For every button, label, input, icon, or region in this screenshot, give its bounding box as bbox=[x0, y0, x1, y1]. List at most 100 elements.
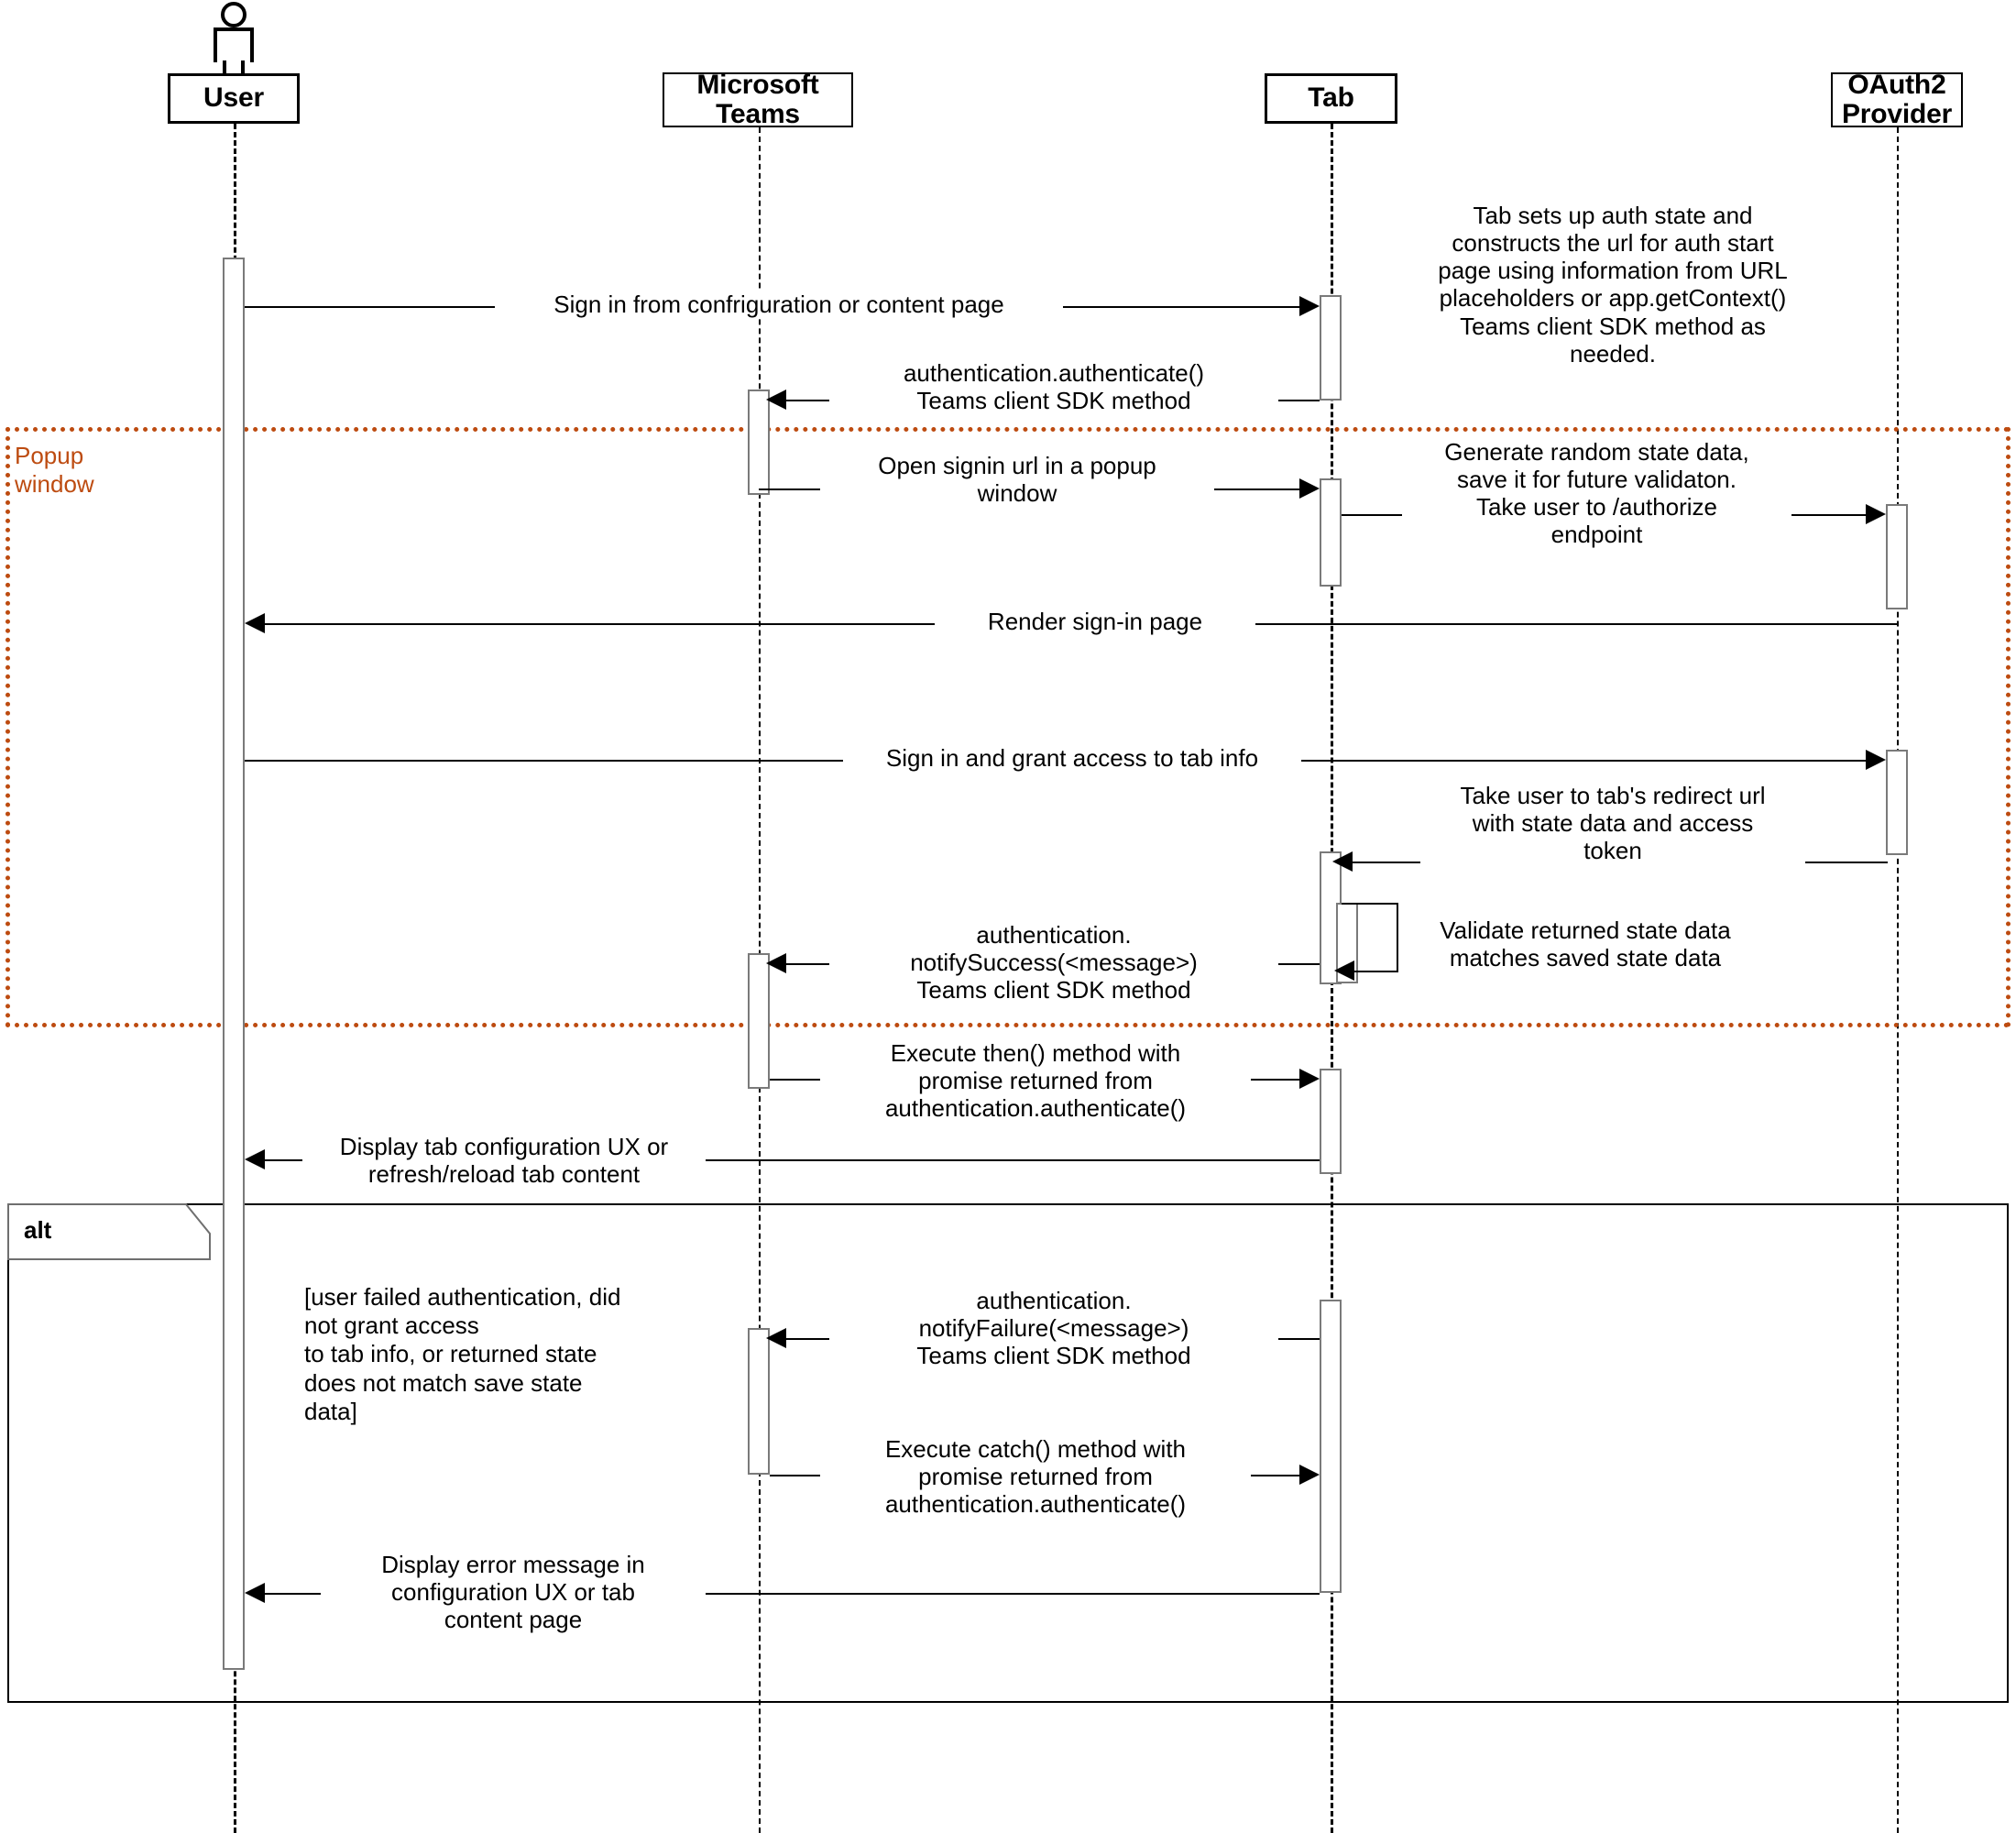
participant-oauth-label-line1: OAuth2 bbox=[1847, 69, 1946, 100]
message-13-arrowhead bbox=[1299, 1465, 1320, 1485]
message-11-line bbox=[263, 1159, 1320, 1161]
alt-condition-line3: to tab info, or returned state bbox=[304, 1340, 597, 1368]
message-1-label: Sign in from confriguration or content p… bbox=[495, 291, 1063, 319]
message-3-label: Open signin url in a popup window bbox=[820, 452, 1214, 508]
participant-tab[interactable]: Tab bbox=[1265, 73, 1397, 124]
message-10-text-line3: authentication.authenticate() bbox=[884, 1094, 1187, 1123]
note-line4: placeholders or app.getContext() bbox=[1439, 284, 1787, 313]
message-7-arrowhead bbox=[1332, 851, 1353, 872]
message-2-text-line2: Teams client SDK method bbox=[916, 387, 1191, 415]
message-14-label: Display error message in configuration U… bbox=[321, 1551, 706, 1634]
message-8-arrowhead bbox=[1334, 960, 1354, 981]
message-14-text-line2: configuration UX or tab bbox=[391, 1578, 635, 1607]
activation-user bbox=[223, 258, 245, 1670]
fragment-alt-label: alt bbox=[24, 1216, 52, 1244]
message-10-label: Execute then() method with promise retur… bbox=[820, 1039, 1251, 1123]
participant-teams-label-line1: Microsoft bbox=[696, 69, 819, 100]
message-6-label: Sign in and grant access to tab info bbox=[843, 744, 1301, 773]
fragment-popup-window-label: Popup window bbox=[15, 442, 198, 498]
participant-teams-label-line2: Teams bbox=[716, 99, 800, 129]
message-14-arrowhead bbox=[245, 1583, 265, 1603]
message-14-text-line3: content page bbox=[444, 1606, 583, 1634]
message-2-label: authentication.authenticate() Teams clie… bbox=[829, 359, 1278, 415]
participant-user[interactable]: User bbox=[168, 73, 300, 124]
activation-oauth-authorize bbox=[1886, 504, 1908, 609]
activation-tab-open-signin bbox=[1320, 478, 1342, 587]
fragment-alt-condition: [user failed authentication, did not gra… bbox=[304, 1283, 698, 1426]
activation-tab-execute-then bbox=[1320, 1069, 1342, 1174]
message-4-text-line4: endpoint bbox=[1550, 521, 1643, 549]
fragment-alt bbox=[7, 1203, 2009, 1703]
message-11-text-line1: Display tab configuration UX or bbox=[339, 1133, 669, 1160]
message-14-line bbox=[263, 1593, 1320, 1595]
message-2-arrowhead bbox=[766, 390, 786, 410]
participant-microsoft-teams[interactable]: Microsoft Teams bbox=[663, 69, 853, 129]
message-8-return-line bbox=[1353, 971, 1398, 972]
message-5-text: Render sign-in page bbox=[987, 608, 1203, 635]
message-3-text-line1: Open signin url in a popup bbox=[878, 452, 1156, 479]
message-7-label: Take user to tab's redirect url with sta… bbox=[1420, 782, 1805, 865]
note-line5: Teams client SDK method as bbox=[1460, 312, 1766, 340]
popup-label-line2: window bbox=[15, 469, 94, 498]
message-12-label: authentication. notifyFailure(<message>)… bbox=[829, 1287, 1278, 1370]
message-13-text-line1: Execute catch() method with bbox=[884, 1435, 1187, 1463]
message-7-text-line1: Take user to tab's redirect url bbox=[1460, 782, 1766, 809]
message-5-arrowhead bbox=[245, 613, 265, 633]
message-10-text-line1: Execute then() method with bbox=[890, 1039, 1181, 1067]
message-8-text-line1: Validate returned state data bbox=[1440, 916, 1731, 944]
alt-condition-line5: data] bbox=[304, 1397, 357, 1425]
alt-condition-line1: [user failed authentication, did bbox=[304, 1283, 621, 1311]
message-10-text-line2: promise returned from bbox=[918, 1067, 1153, 1095]
message-1-text: Sign in from confriguration or content p… bbox=[553, 291, 1004, 318]
message-4-arrowhead bbox=[1866, 504, 1886, 524]
message-9-arrowhead bbox=[766, 953, 786, 973]
participant-oauth2-provider[interactable]: OAuth2 Provider bbox=[1831, 69, 1963, 129]
popup-label-line1: Popup bbox=[15, 442, 84, 469]
note-line6: needed. bbox=[1570, 339, 1656, 368]
activation-tab-notify-failure bbox=[1320, 1300, 1342, 1593]
message-13-text-line2: promise returned from bbox=[918, 1463, 1153, 1491]
message-9-text-line2: notifySuccess(<message>) bbox=[910, 949, 1198, 977]
message-7-text-line2: with state data and access bbox=[1472, 809, 1754, 838]
note-line3: page using information from URL bbox=[1438, 257, 1788, 285]
message-11-arrowhead bbox=[245, 1149, 265, 1169]
message-1-arrowhead bbox=[1299, 296, 1320, 316]
alt-condition-line4: does not match save state bbox=[304, 1368, 583, 1397]
activation-teams-notify-failure bbox=[748, 1328, 770, 1475]
message-6-arrowhead bbox=[1866, 750, 1886, 770]
message-4-text-line1: Generate random state data, bbox=[1444, 438, 1749, 466]
message-8-label: Validate returned state data matches sav… bbox=[1402, 916, 1769, 972]
message-4-label: Generate random state data, save it for … bbox=[1402, 438, 1791, 549]
participant-user-label: User bbox=[203, 82, 264, 114]
message-9-text-line3: Teams client SDK method bbox=[916, 976, 1191, 1004]
message-12-text-line1: authentication. bbox=[976, 1287, 1132, 1314]
message-13-text-line3: authentication.authenticate() bbox=[884, 1490, 1187, 1519]
message-14-text-line1: Display error message in bbox=[381, 1551, 645, 1578]
message-13-label: Execute catch() method with promise retu… bbox=[820, 1435, 1251, 1519]
message-11-label: Display tab configuration UX or refresh/… bbox=[302, 1133, 706, 1189]
activation-oauth-grant bbox=[1886, 750, 1908, 855]
lifeline-oauth bbox=[1897, 127, 1899, 1833]
message-7-text-line3: token bbox=[1583, 837, 1642, 865]
activation-teams-notify-success bbox=[748, 953, 770, 1089]
message-4-text-line3: Take user to /authorize bbox=[1475, 493, 1718, 521]
message-4-text-line2: save it for future validaton. bbox=[1457, 466, 1737, 494]
message-12-text-line2: notifyFailure(<message>) bbox=[918, 1314, 1189, 1343]
note-line1: Tab sets up auth state and bbox=[1473, 202, 1753, 229]
participant-oauth-label-line2: Provider bbox=[1841, 99, 1953, 129]
message-2-text-line1: authentication.authenticate() bbox=[903, 359, 1205, 387]
activation-tab-signin bbox=[1320, 295, 1342, 401]
alt-condition-line2: not grant access bbox=[304, 1312, 479, 1340]
note-line2: constructs the url for auth start bbox=[1452, 229, 1774, 258]
message-8-self-bracket bbox=[1342, 903, 1398, 971]
message-10-arrowhead bbox=[1299, 1069, 1320, 1089]
fragment-alt-corner bbox=[7, 1203, 211, 1260]
message-3-arrowhead bbox=[1299, 478, 1320, 499]
message-3-text-line2: window bbox=[977, 479, 1057, 508]
message-12-arrowhead bbox=[766, 1328, 786, 1348]
note-tab-auth-setup: Tab sets up auth state and constructs th… bbox=[1416, 202, 1810, 368]
message-8-text-line2: matches saved state data bbox=[1449, 944, 1722, 972]
message-9-text-line1: authentication. bbox=[976, 921, 1132, 949]
message-9-label: authentication. notifySuccess(<message>)… bbox=[829, 921, 1278, 1004]
